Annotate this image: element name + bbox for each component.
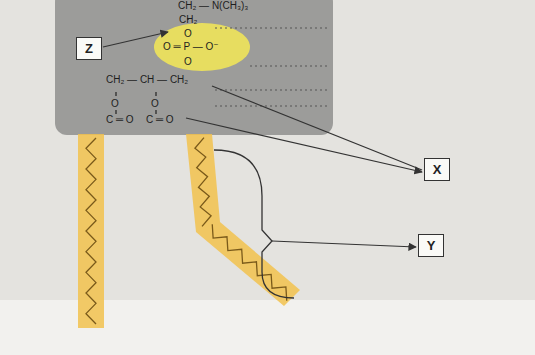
chemical-formula: O: [111, 98, 119, 110]
label-box: X: [424, 158, 450, 181]
chemical-formula: O: [184, 28, 192, 40]
chemical-formula: O: [184, 56, 192, 68]
chemical-formula: CH₂ — N(CH₃)₃: [178, 0, 248, 12]
tail-zigzag: [86, 138, 96, 324]
polar-head-region: [55, 0, 333, 135]
fatty-acid-tail: [78, 134, 104, 328]
label-letter: Z: [85, 41, 93, 56]
unsaturated-tail: [186, 134, 300, 306]
bracket: [214, 150, 294, 298]
chemical-formula: CH₂: [179, 14, 197, 26]
label-letter: Y: [427, 238, 436, 253]
label-box: Z: [76, 37, 102, 60]
leader-line: [272, 241, 416, 247]
tail-zigzag: [212, 224, 287, 301]
leader-line: [103, 32, 168, 47]
phosphate-highlight: [154, 23, 250, 71]
chemical-bonds: [116, 18, 188, 114]
chemical-formula: C ═ O: [106, 114, 134, 126]
leader-line: [186, 118, 422, 172]
label-box: Y: [418, 234, 444, 257]
label-letter: X: [433, 162, 442, 177]
tail-zigzag: [195, 138, 211, 227]
chemical-formula: O: [151, 98, 159, 110]
chemical-formula: CH₂ — CH — CH₂: [106, 74, 188, 86]
chemical-formula: C ═ O: [146, 114, 174, 126]
chemical-formula: O ═ P — O⁻: [163, 41, 219, 53]
